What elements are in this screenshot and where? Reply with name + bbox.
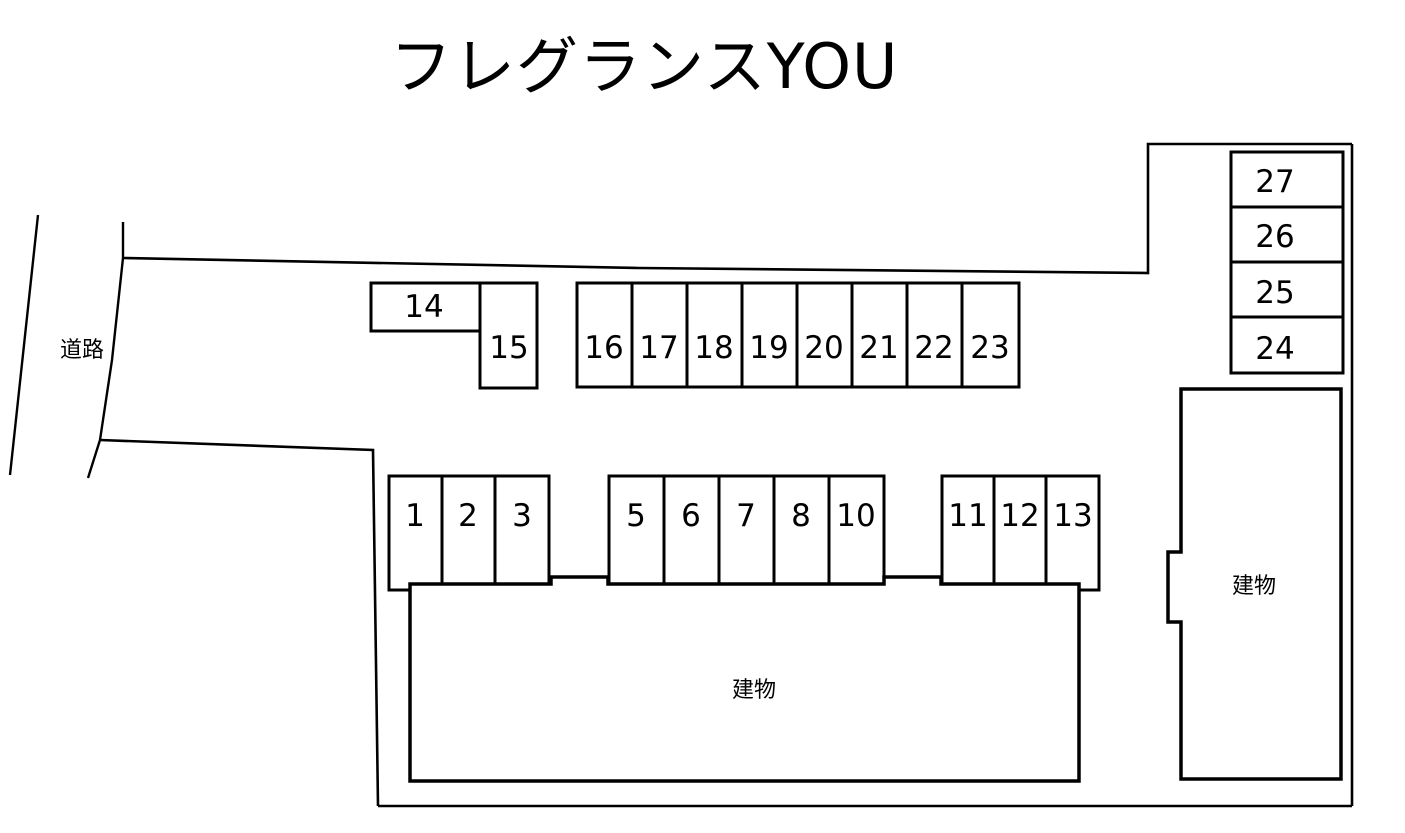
parking-stall-label-14: 14	[404, 289, 443, 325]
building-lower: 建物	[408, 575, 1081, 783]
parking-group-24-27: 27 26 25 24	[1229, 150, 1345, 375]
parking-stall-label-26: 26	[1255, 219, 1294, 255]
parking-stall-label-21: 21	[859, 330, 898, 366]
boundary-top	[122, 142, 1352, 275]
parking-stall-label-25: 25	[1255, 275, 1294, 311]
building-lower-label: 建物	[732, 678, 776, 703]
road-edge-outer	[8, 214, 40, 476]
parking-stall-label-20: 20	[804, 330, 843, 366]
parking-group-14-15: 14 15	[369, 281, 539, 390]
parking-stall-label-13: 13	[1053, 498, 1092, 534]
parking-stall-15[interactable]	[478, 281, 539, 390]
parking-stall-label-16: 16	[584, 330, 623, 366]
parking-stall-label-24: 24	[1255, 331, 1294, 367]
page-title: フレグランスYOU	[390, 30, 898, 103]
parking-stall-label-23: 23	[970, 330, 1009, 366]
building-lower-outline	[408, 575, 1081, 783]
parking-stall-label-15: 15	[489, 330, 528, 366]
parking-stall-14[interactable]	[369, 281, 485, 333]
parking-stall-label-3: 3	[512, 498, 532, 534]
parking-stall-label-10: 10	[836, 498, 875, 534]
parking-stall-label-18: 18	[694, 330, 733, 366]
parking-stall-label-12: 12	[1000, 498, 1039, 534]
road-area: 道路	[8, 214, 125, 479]
parking-stall-label-6: 6	[681, 498, 701, 534]
parking-stall-label-22: 22	[914, 330, 953, 366]
parking-stall-label-17: 17	[639, 330, 678, 366]
boundary-left	[99, 438, 380, 807]
parking-stall-label-11: 11	[948, 498, 987, 534]
parking-stall-label-27: 27	[1255, 164, 1294, 200]
parking-group-5-10: 5 6 7 8 10	[607, 474, 886, 592]
parking-stall-label-5: 5	[626, 498, 646, 534]
building-right: 建物	[1166, 387, 1343, 781]
parking-stall-label-2: 2	[458, 498, 478, 534]
parking-stall-label-7: 7	[736, 498, 756, 534]
parking-group-1-3: 1 2 3	[387, 474, 551, 592]
building-right-label: 建物	[1232, 574, 1276, 599]
parking-row-outline-5-10	[607, 474, 886, 592]
parking-group-16-23: 16 17 18 19 20 21 22 23	[575, 281, 1021, 389]
parking-stall-label-19: 19	[749, 330, 788, 366]
building-right-outline	[1166, 387, 1343, 781]
parking-group-11-13: 11 12 13	[940, 474, 1101, 592]
parking-stall-label-1: 1	[405, 498, 425, 534]
road-label: 道路	[60, 338, 104, 363]
parking-stall-label-8: 8	[791, 498, 811, 534]
property-boundary	[99, 142, 1354, 808]
road-edge-inner-middle	[98, 257, 125, 441]
road-edge-inner-bottom	[86, 439, 102, 479]
parking-row-outline-1-3	[387, 474, 551, 592]
